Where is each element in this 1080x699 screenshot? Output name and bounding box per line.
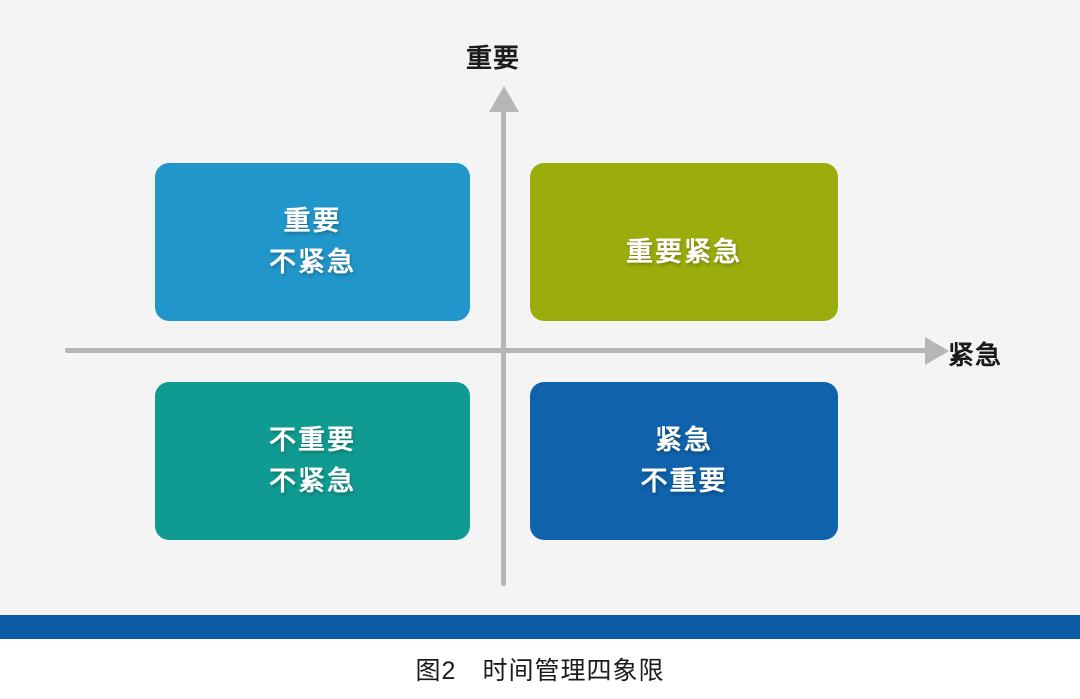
quadrant-label-line2: 不重要	[640, 466, 728, 496]
axis-label-urgency: 紧急	[948, 340, 1003, 370]
vertical-axis-line	[501, 108, 506, 586]
blue-divider-rule	[0, 615, 1080, 639]
horizontal-axis-arrow-icon	[925, 337, 949, 365]
caption-area: 图2 时间管理四象限	[0, 639, 1080, 699]
quadrant-label-line1: 重要紧急	[626, 237, 742, 268]
quadrant-urgent-not-important[interactable]: 紧急 不重要	[530, 382, 847, 540]
quadrant-label-line2: 不紧急	[269, 466, 356, 496]
quadrant-label-line1: 紧急	[655, 424, 713, 455]
quadrant-label-line1: 不重要	[269, 424, 356, 455]
quadrant-important-not-urgent[interactable]: 重要 不紧急	[155, 163, 479, 321]
axis-label-importance: 重要	[466, 43, 521, 73]
figure-caption: 图2 时间管理四象限	[415, 657, 665, 685]
quadrant-important-urgent[interactable]: 重要紧急	[530, 163, 847, 321]
vertical-axis-arrow-icon	[489, 86, 519, 112]
quadrant-label-line2: 不紧急	[269, 247, 356, 277]
quadrant-label-line1: 重要	[283, 205, 342, 236]
diagram-canvas: 重要 紧急 重要 不紧急 重要紧急 不重要 不紧急 紧急 不重要	[0, 0, 1080, 615]
horizontal-axis-line	[65, 348, 933, 353]
quadrant-not-important-not-urgent[interactable]: 不重要 不紧急	[155, 382, 479, 540]
